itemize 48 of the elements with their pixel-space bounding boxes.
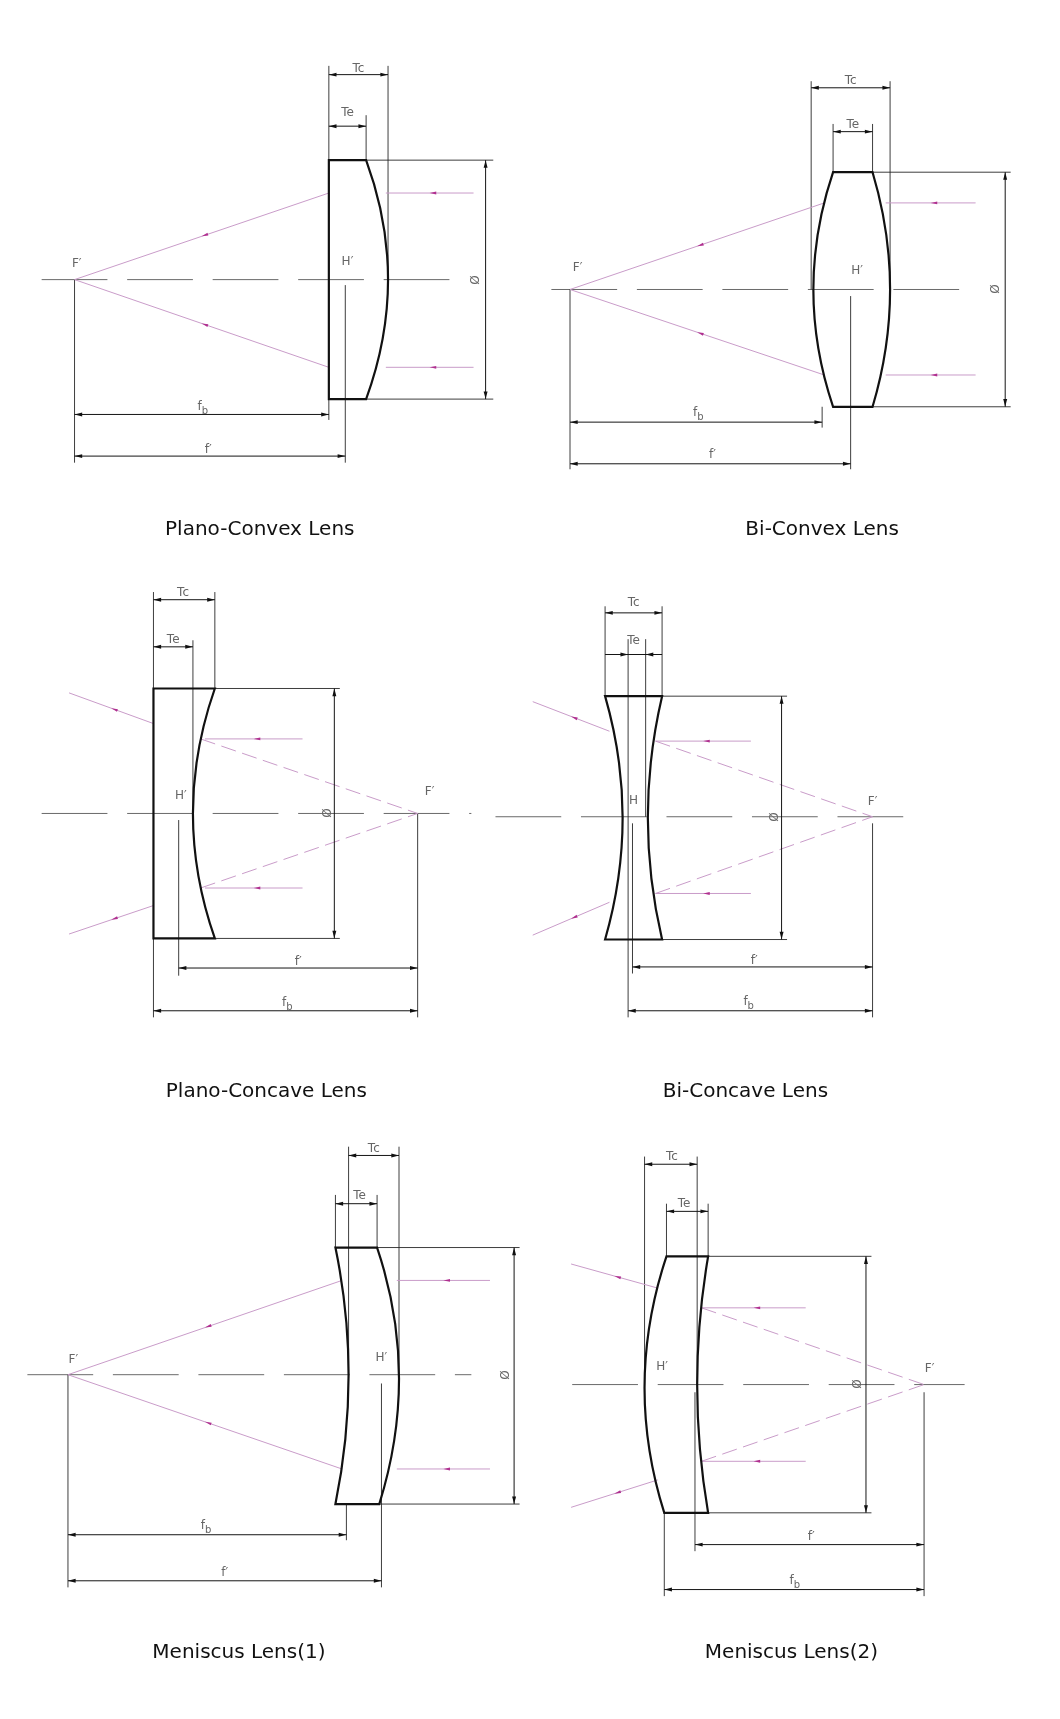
dimension-label: f$_{b}$ bbox=[200, 1519, 212, 1535]
dimension-label: Te bbox=[846, 117, 860, 130]
point-label: H′ bbox=[851, 263, 864, 276]
dimension-label: Tc bbox=[367, 1141, 380, 1154]
point-label: F′ bbox=[924, 1362, 935, 1374]
lens-caption: Plano-Convex Lens bbox=[165, 518, 355, 539]
dimension-label: Ø bbox=[989, 284, 1002, 295]
point-label: H′ bbox=[375, 1351, 388, 1364]
point-label: F′ bbox=[68, 1353, 79, 1366]
dimension-label: Te bbox=[627, 634, 640, 647]
dimension-label: Ø bbox=[499, 1369, 512, 1380]
lens-caption: Meniscus Lens(1) bbox=[152, 1640, 326, 1661]
dimension-label: f′ bbox=[204, 443, 212, 456]
dimension-label: Ø bbox=[767, 811, 780, 822]
dimension-label: f′ bbox=[294, 955, 302, 968]
dimension-label: Te bbox=[341, 105, 354, 118]
dimension-label: Te bbox=[353, 1188, 366, 1201]
point-label: H′ bbox=[341, 254, 354, 267]
dimension-label: f$_{b}$ bbox=[789, 1574, 800, 1590]
dimension-label: f′ bbox=[709, 447, 716, 460]
lens-caption: Bi-Concave Lens bbox=[662, 1079, 829, 1100]
point-label: F′ bbox=[71, 257, 82, 270]
dimension-label: Tc bbox=[844, 74, 857, 86]
dimension-label: f′ bbox=[221, 1565, 229, 1578]
dimension-label: f$_{b}$ bbox=[281, 996, 293, 1012]
point-label: F′ bbox=[867, 795, 878, 808]
point-label: H′ bbox=[175, 788, 187, 801]
lens-caption: Plano-Concave Lens bbox=[165, 1079, 367, 1100]
dimension-label: Te bbox=[166, 633, 180, 646]
dimension-label: f$_{b}$ bbox=[692, 406, 704, 423]
dimension-label: Ø bbox=[468, 274, 481, 285]
point-label: F′ bbox=[424, 785, 435, 798]
dimension-label: Tc bbox=[352, 61, 365, 74]
dimension-label: Tc bbox=[666, 1150, 678, 1163]
dimension-label: f$_{b}$ bbox=[743, 995, 754, 1011]
dimension-label: f′ bbox=[750, 954, 758, 967]
dimension-label: Ø bbox=[320, 808, 333, 819]
point-label: H′ bbox=[656, 1359, 668, 1372]
point-label: F′ bbox=[572, 261, 583, 274]
dimension-label: Ø bbox=[851, 1379, 864, 1390]
dimension-label: Te bbox=[677, 1196, 691, 1209]
dimension-label: Tc bbox=[177, 585, 189, 598]
lens-caption: Bi-Convex Lens bbox=[745, 518, 899, 539]
dimension-label: Tc bbox=[627, 595, 640, 608]
point-label: H bbox=[629, 794, 639, 807]
dimension-label: f′ bbox=[807, 1529, 815, 1542]
dimension-label: f$_{b}$ bbox=[197, 400, 209, 416]
lens-caption: Meniscus Lens(2) bbox=[704, 1640, 878, 1661]
